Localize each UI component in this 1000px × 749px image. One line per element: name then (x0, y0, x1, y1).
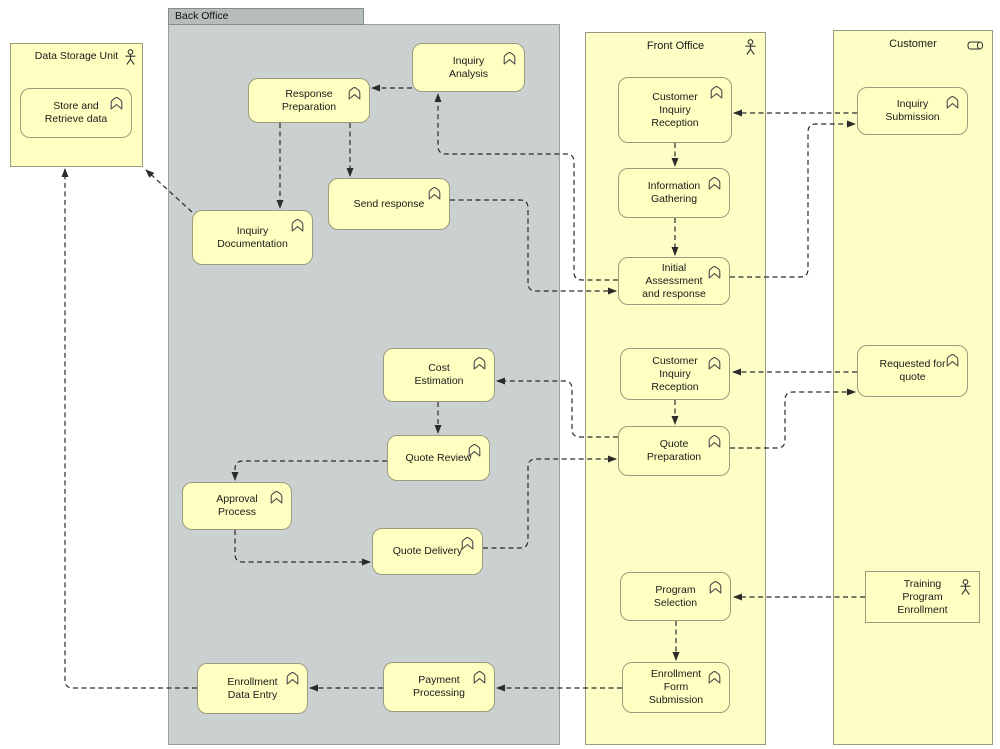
process-icon (707, 356, 722, 374)
actor-icon (959, 579, 972, 600)
process-icon (945, 353, 960, 371)
node-data-storage-unit-label: Data Storage Unit (34, 50, 119, 62)
process-icon (502, 51, 517, 69)
role-icon (967, 37, 984, 55)
process-icon (472, 670, 487, 688)
process-icon (708, 580, 723, 598)
node-quote-delivery-label: Quote Delivery (392, 545, 463, 557)
node-quote-delivery[interactable]: Quote Delivery (372, 528, 483, 575)
process-icon (269, 490, 284, 508)
group-back-office-label: Back Office (175, 10, 229, 22)
process-icon (427, 186, 442, 204)
node-send-response[interactable]: Send response (328, 178, 450, 230)
group-back-office-tab[interactable]: Back Office (168, 8, 364, 25)
process-icon (945, 95, 960, 113)
process-icon (290, 218, 305, 236)
node-quote-review-label: Quote Review (405, 451, 472, 464)
process-icon (109, 96, 124, 114)
process-icon (285, 671, 300, 689)
process-icon (472, 356, 487, 374)
process-icon (467, 443, 482, 461)
lane-front-office-label: Front Office (646, 40, 705, 52)
actor-icon (744, 39, 757, 61)
group-back-office-body[interactable] (168, 24, 560, 745)
actor-icon (124, 49, 137, 70)
process-icon (707, 434, 722, 452)
process-icon (709, 85, 724, 103)
process-icon (707, 176, 722, 194)
process-icon (347, 86, 362, 104)
process-icon (707, 265, 722, 283)
process-icon (460, 536, 475, 554)
node-send-response-label: Send response (353, 197, 425, 210)
node-quote-review[interactable]: Quote Review (387, 435, 490, 481)
process-icon (707, 670, 722, 688)
lane-customer-label: Customer (889, 38, 937, 50)
